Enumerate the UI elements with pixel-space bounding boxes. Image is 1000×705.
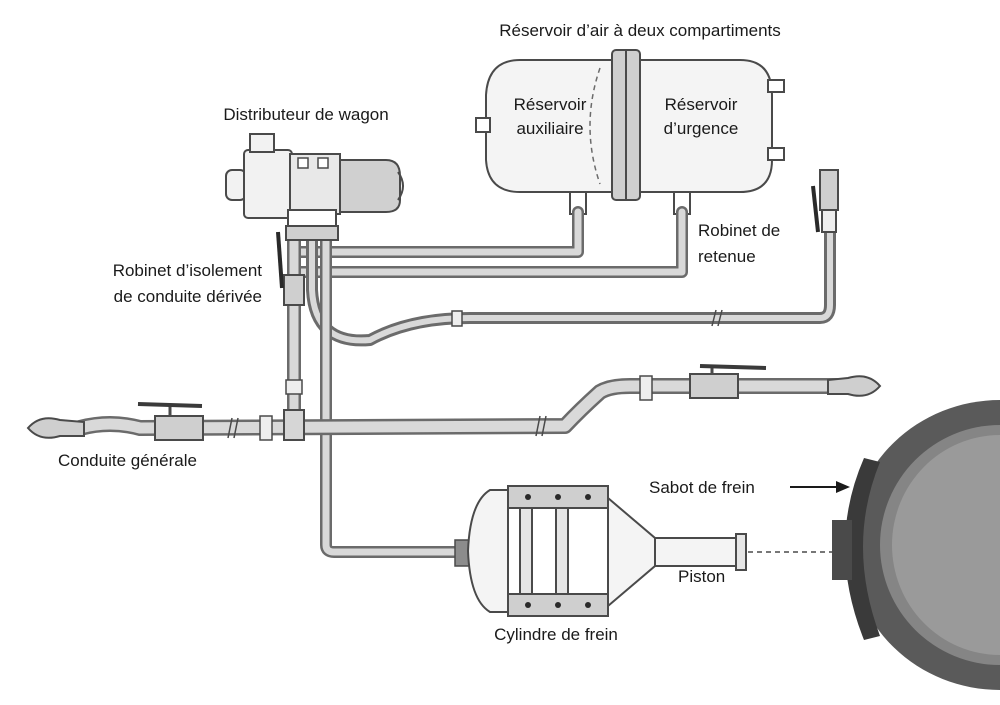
label-urg-line1: Réservoir (665, 95, 738, 114)
pipe-break-marks (227, 309, 723, 439)
wheel (850, 400, 1000, 690)
pipe-coupling (451, 310, 463, 327)
label-cylindre: Cylindre de frein (494, 625, 618, 644)
hose-end-left (26, 417, 85, 439)
angle-cock-right (689, 364, 767, 399)
pipe-urg-to-distributor (294, 206, 688, 278)
retaining-valve (811, 169, 839, 233)
pipe-network (26, 206, 882, 558)
label-distributeur: Distributeur de wagon (223, 105, 388, 124)
brake-shoe (832, 458, 880, 640)
branch-union (285, 379, 303, 395)
piston-rod (654, 537, 742, 567)
label-robinet-retenue-line1: Robinet de (698, 221, 780, 240)
tee-fitting (283, 409, 305, 441)
label-sabot: Sabot de frein (649, 478, 755, 497)
car-distributor (225, 133, 404, 241)
brake-cylinder (454, 485, 832, 617)
label-aux-line2: auxiliaire (516, 119, 583, 138)
reservoir-lug-right-bottom (767, 147, 785, 161)
label-robinet-retenue-line2: retenue (698, 247, 756, 266)
label-conduite-generale: Conduite générale (58, 451, 197, 470)
label-urg-line2: d’urgence (664, 119, 739, 138)
angle-cock-left (137, 402, 204, 441)
hose-end-right (827, 375, 882, 397)
label-piston: Piston (678, 567, 725, 586)
pipe-coupling (259, 415, 273, 441)
branch-cutout-cock (276, 231, 305, 306)
arrow-sabot (790, 481, 850, 493)
pipe-coupling (639, 375, 653, 401)
reservoir-dashed-divider (589, 67, 601, 185)
label-reservoir-title: Réservoir d’air à deux compartiments (499, 21, 781, 40)
label-robinet-isolement-line1: Robinet d’isolement (113, 261, 263, 280)
label-robinet-isolement-line2: de conduite dérivée (114, 287, 262, 306)
pipe-aux-to-distributor (294, 206, 584, 258)
label-aux-line1: Réservoir (514, 95, 587, 114)
pipe-to-brake-cylinder (320, 234, 461, 558)
reservoir-lug-right-top (767, 79, 785, 93)
reservoir-auxiliary-compartment (485, 59, 613, 193)
reservoir-lug-left (475, 117, 491, 133)
